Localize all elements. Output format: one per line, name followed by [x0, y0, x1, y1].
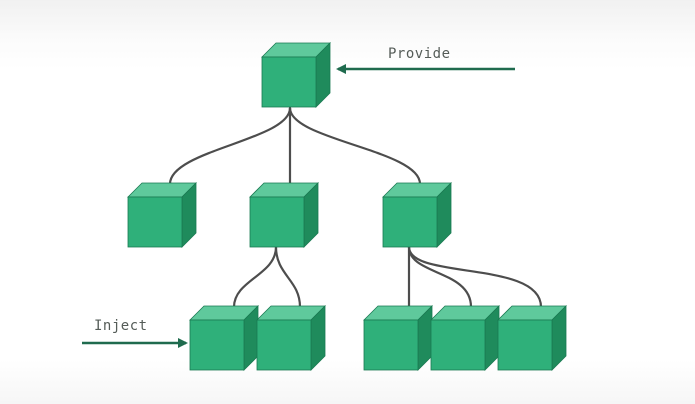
cube-grandchild-c1: [363, 305, 433, 371]
cube-grandchild-b2: [256, 305, 326, 371]
cube-child-b: [249, 182, 319, 248]
inject-label: Inject: [94, 318, 148, 334]
cube-child-c: [382, 182, 452, 248]
connector-child-c-to-grandchild-c3: [407, 245, 543, 309]
cube-root: [261, 42, 331, 108]
cube-grandchild-c2: [430, 305, 500, 371]
cube-grandchild-c3: [497, 305, 567, 371]
provide-label: Provide: [388, 46, 451, 62]
connector-child-b-to-grandchild-b1: [232, 245, 278, 309]
connector-child-b-to-grandchild-b2: [274, 245, 302, 309]
connector-root-to-child-c: [288, 106, 422, 186]
connector-root-to-child-a: [168, 106, 292, 186]
cube-child-a: [127, 182, 197, 248]
connector-child-c-to-grandchild-c2: [407, 245, 473, 309]
cube-grandchild-b1: [189, 305, 259, 371]
tree-connectors: [168, 106, 543, 309]
